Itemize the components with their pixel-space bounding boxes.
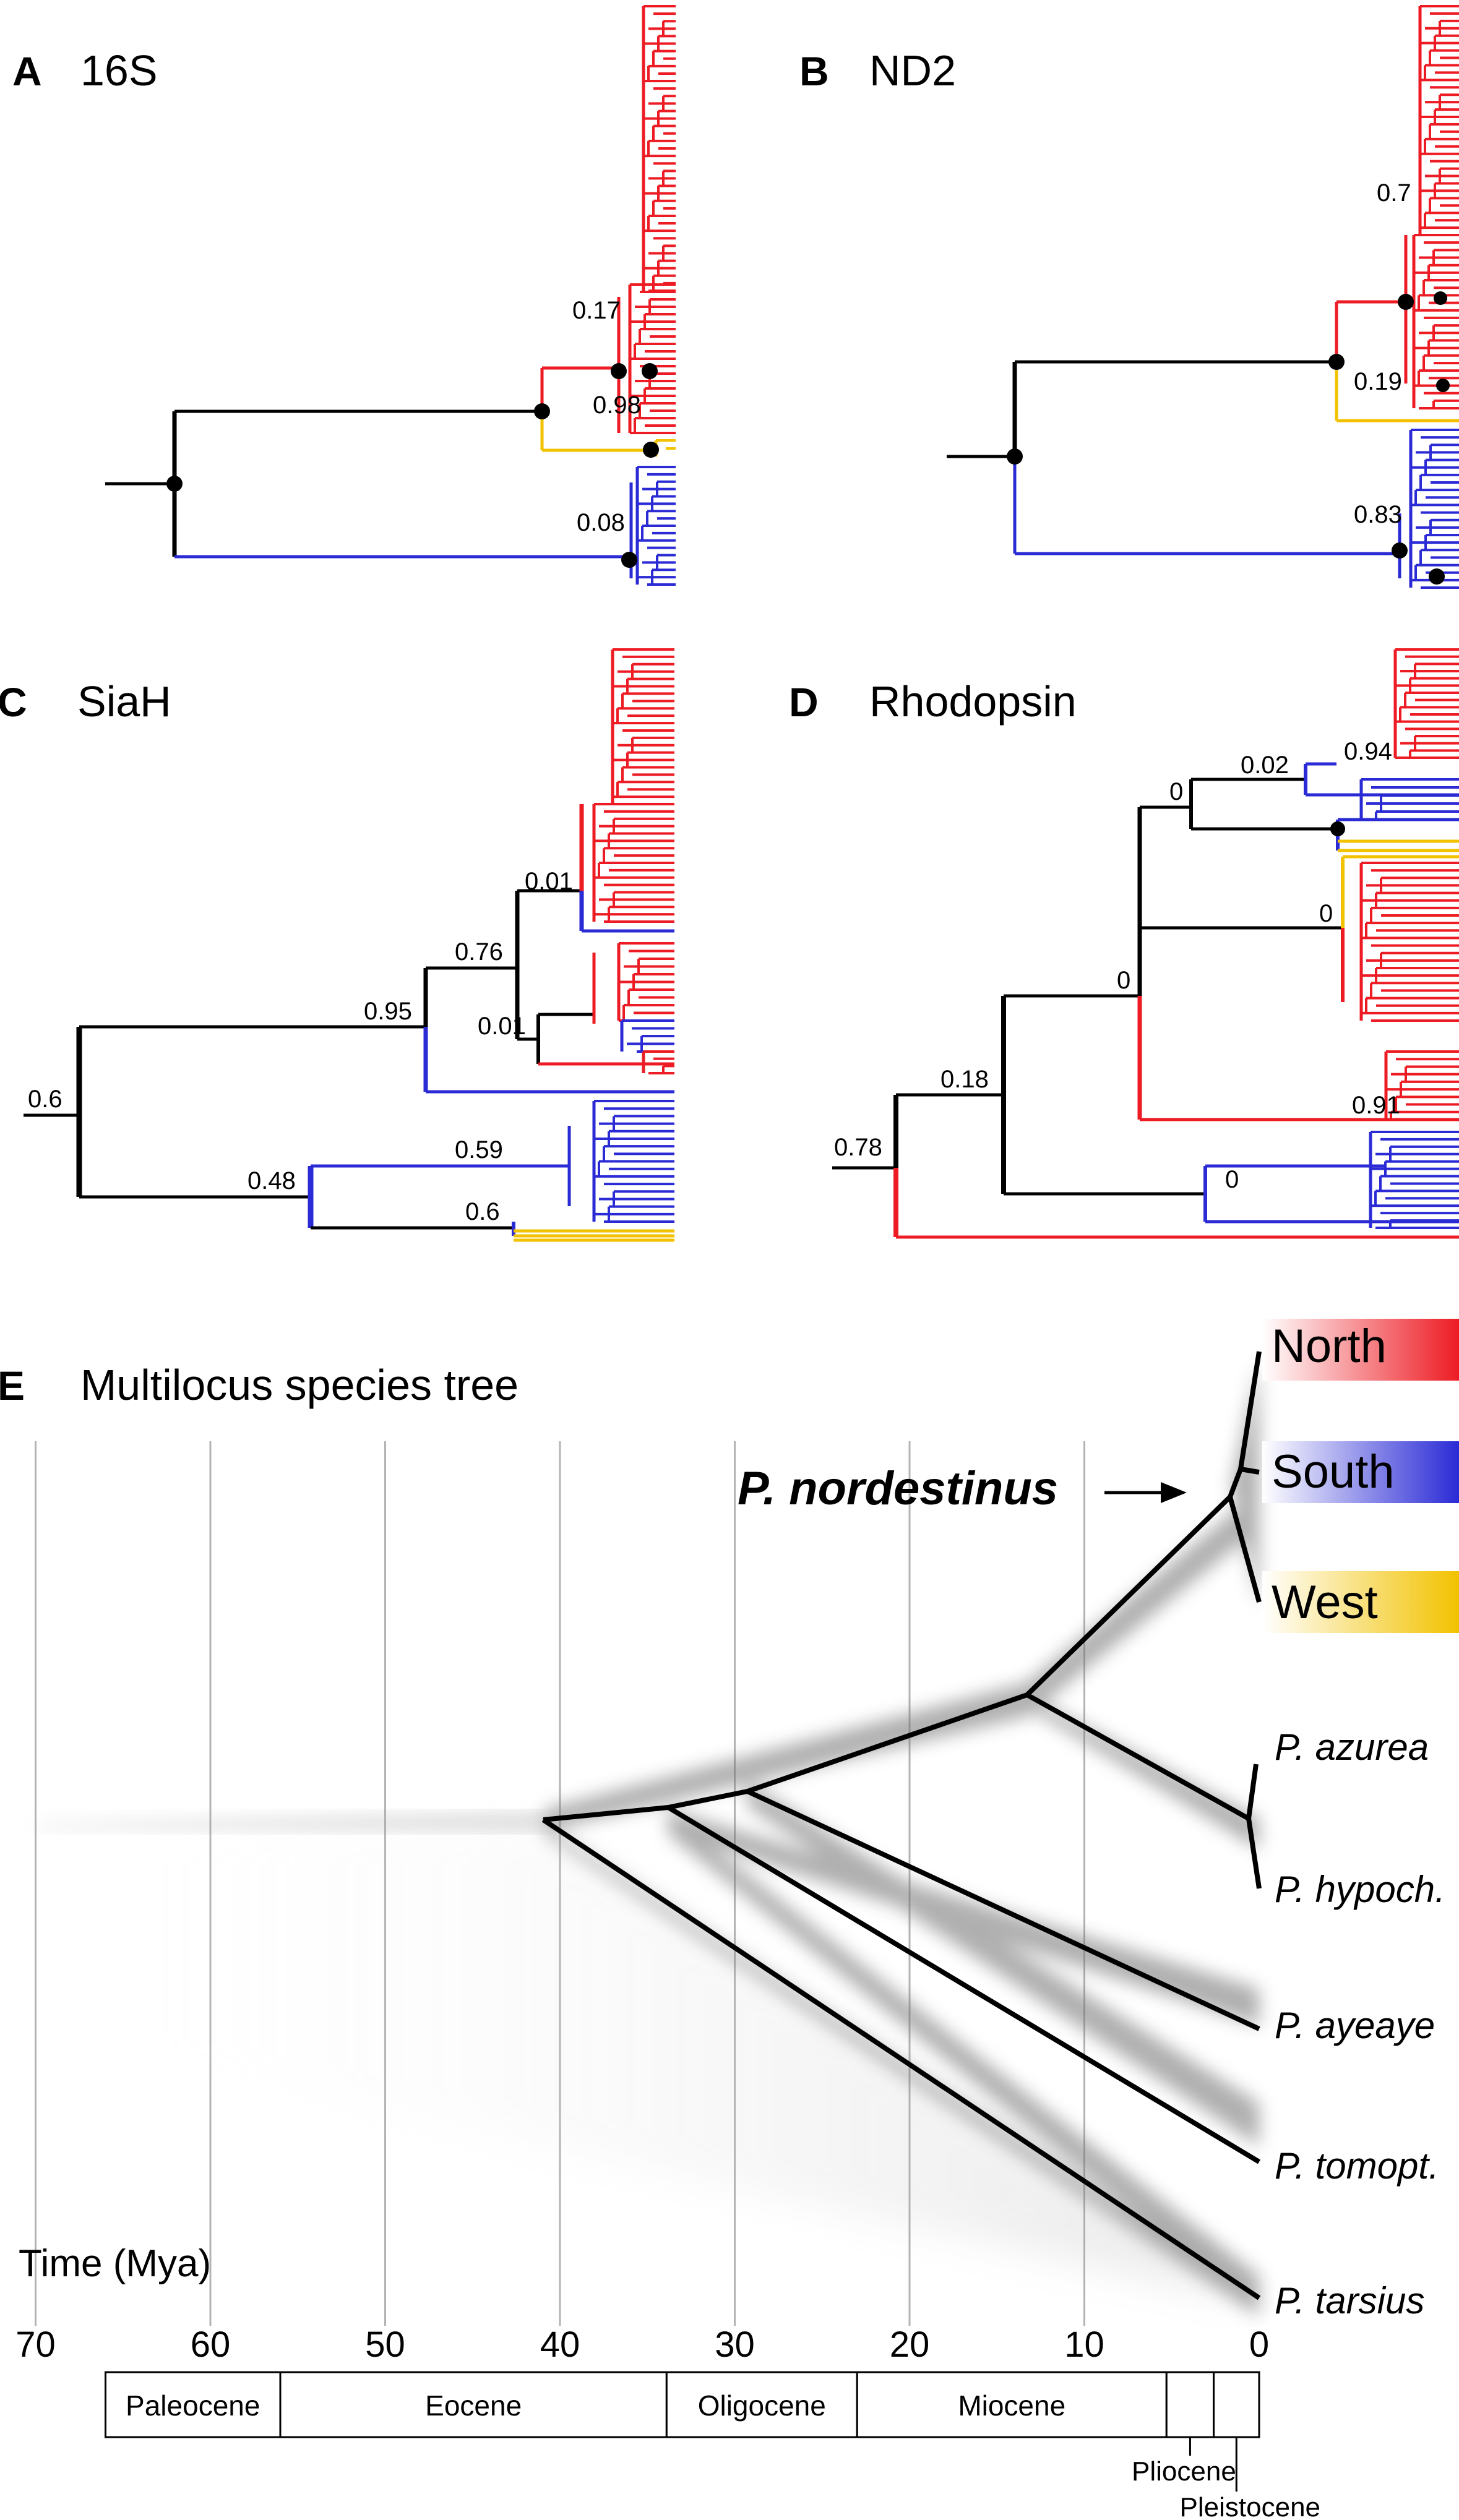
node-markers bbox=[166, 363, 659, 568]
svg-text:0.7: 0.7 bbox=[1377, 179, 1411, 207]
panel-title: SiaH bbox=[77, 677, 171, 726]
svg-text:0.83: 0.83 bbox=[1354, 501, 1402, 528]
epoch-label: Oligocene bbox=[698, 2389, 826, 2422]
svg-text:0.94: 0.94 bbox=[1344, 738, 1392, 765]
tree-cloud bbox=[37, 1361, 1259, 2316]
svg-text:0: 0 bbox=[1225, 1166, 1239, 1193]
support-values: 0.78 0.18 0 0 0.02 0.94 0 0.91 0 bbox=[834, 738, 1400, 1193]
time-axis-label: Time (Mya) bbox=[19, 2242, 211, 2285]
svg-text:0.91: 0.91 bbox=[1352, 1092, 1400, 1119]
tip-cluster bbox=[592, 648, 674, 1223]
gene-tree-siah: C SiaH bbox=[0, 648, 674, 1242]
tip-cluster bbox=[628, 5, 676, 586]
gene-tree-nd2: B ND2 0.7 0.19 0.83 bbox=[799, 5, 1459, 589]
panel-letter: D bbox=[789, 679, 819, 725]
epoch-label: Pliocene bbox=[1132, 2456, 1236, 2487]
arrow-icon bbox=[1104, 1482, 1187, 1503]
svg-text:0: 0 bbox=[1319, 900, 1333, 927]
epoch-bar: Paleocene Eocene Oligocene MiocenePlioceneP… bbox=[105, 2371, 1320, 2520]
panel-title: 16S bbox=[80, 46, 158, 95]
tree-branches bbox=[24, 804, 674, 1242]
tree-branches bbox=[832, 762, 1459, 1239]
time-tick: 60 bbox=[191, 2325, 231, 2365]
support-values: 0.7 0.19 0.83 bbox=[1354, 179, 1411, 528]
panel-letter: E bbox=[0, 1363, 25, 1408]
svg-text:0.48: 0.48 bbox=[247, 1167, 296, 1194]
species-tree-panel: E Multilocus species tree bbox=[0, 1319, 1459, 2520]
svg-text:0.59: 0.59 bbox=[455, 1136, 503, 1164]
west-swatch bbox=[1262, 1571, 1459, 1633]
time-tick: 50 bbox=[365, 2325, 405, 2365]
panel-title: ND2 bbox=[869, 46, 956, 95]
tree-branches bbox=[947, 235, 1459, 578]
species-tree-branches bbox=[541, 1351, 1262, 2300]
svg-text:0.02: 0.02 bbox=[1241, 752, 1289, 779]
svg-text:0.98: 0.98 bbox=[593, 392, 641, 419]
panel-letter: C bbox=[0, 679, 27, 725]
time-tick: 40 bbox=[540, 2325, 580, 2365]
svg-text:0.19: 0.19 bbox=[1354, 368, 1402, 395]
svg-text:0.01: 0.01 bbox=[525, 868, 573, 895]
panel-title: Multilocus species tree bbox=[80, 1361, 519, 1409]
epoch-label: Pleistocene bbox=[1180, 2492, 1320, 2520]
svg-text:0.78: 0.78 bbox=[834, 1134, 882, 1161]
time-tick: 20 bbox=[890, 2325, 930, 2365]
time-tick: 10 bbox=[1064, 2325, 1104, 2365]
gene-tree-rhodopsin: D Rhodopsin bbox=[789, 648, 1459, 1239]
svg-text:P. hypoch.: P. hypoch. bbox=[1275, 1869, 1445, 1910]
svg-text:0.95: 0.95 bbox=[364, 998, 412, 1025]
epoch-cell bbox=[1213, 2371, 1260, 2438]
svg-text:0: 0 bbox=[1117, 967, 1130, 994]
support-values: 0.6 0.95 0.76 0.01 0.01 0.48 0.59 0.6 bbox=[28, 868, 573, 1225]
tip-cluster bbox=[1409, 5, 1459, 589]
svg-text:0.6: 0.6 bbox=[465, 1198, 500, 1225]
svg-text:0.08: 0.08 bbox=[577, 509, 625, 536]
node-markers bbox=[1330, 821, 1345, 836]
epoch-cell bbox=[105, 2371, 282, 2438]
epoch-cell bbox=[856, 2371, 1168, 2438]
population-labels: North South West bbox=[1262, 1319, 1459, 1633]
svg-text:0.17: 0.17 bbox=[572, 297, 621, 324]
panel-letter: B bbox=[799, 48, 829, 94]
svg-text:P. ayeaye: P. ayeaye bbox=[1275, 2005, 1435, 2046]
support-values: 0.17 0.98 0.08 bbox=[572, 297, 641, 536]
south-swatch bbox=[1262, 1441, 1459, 1503]
node-markers bbox=[1007, 291, 1450, 585]
svg-text:0: 0 bbox=[1169, 778, 1183, 805]
svg-text:0.01: 0.01 bbox=[478, 1013, 526, 1040]
time-tick-labels: 70 60 50 40 30 20 10 0 bbox=[15, 2325, 1269, 2365]
panel-letter: A bbox=[12, 48, 42, 94]
gene-tree-16s: A 16S 0.17 0.98 0.08 bbox=[12, 5, 676, 586]
svg-text:P. tarsius: P. tarsius bbox=[1275, 2280, 1424, 2321]
north-swatch bbox=[1262, 1319, 1459, 1381]
tip-cluster bbox=[1359, 648, 1459, 1229]
time-tick: 70 bbox=[15, 2325, 56, 2365]
epoch-cell bbox=[665, 2371, 858, 2438]
epoch-label: Paleocene bbox=[126, 2389, 260, 2422]
south-label: South bbox=[1272, 1446, 1395, 1498]
west-label: West bbox=[1272, 1576, 1378, 1629]
panel-title: Rhodopsin bbox=[869, 677, 1077, 726]
svg-text:0.18: 0.18 bbox=[940, 1066, 989, 1093]
nordestinus-label: P. nordestinus bbox=[738, 1462, 1058, 1515]
epoch-label: Miocene bbox=[958, 2389, 1065, 2422]
epoch-label: Eocene bbox=[425, 2389, 522, 2422]
epoch-cell bbox=[1165, 2371, 1215, 2438]
svg-text:0.6: 0.6 bbox=[28, 1086, 62, 1113]
north-label: North bbox=[1272, 1320, 1387, 1373]
svg-text:P. azurea: P. azurea bbox=[1275, 1726, 1429, 1768]
svg-text:0.76: 0.76 bbox=[455, 938, 503, 966]
time-tick: 0 bbox=[1249, 2325, 1269, 2365]
svg-text:P. tomopt.: P. tomopt. bbox=[1275, 2145, 1439, 2187]
time-tick: 30 bbox=[715, 2325, 755, 2365]
species-labels: P. azurea P. hypoch. P. ayeaye P. tomopt… bbox=[1275, 1726, 1445, 2321]
tree-branches bbox=[105, 297, 650, 578]
epoch-cell bbox=[279, 2371, 668, 2438]
